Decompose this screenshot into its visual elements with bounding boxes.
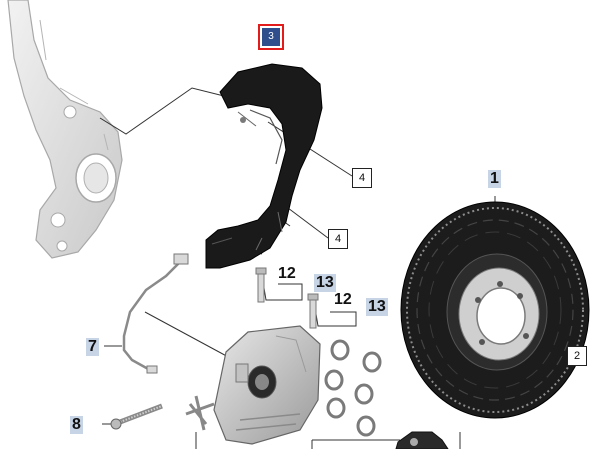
callout-3-selected[interactable]: 3: [258, 24, 284, 50]
callout-8[interactable]: 8: [70, 416, 83, 434]
brake-disc: [400, 201, 590, 419]
anti-rattle-clip: [185, 395, 215, 431]
callout-7[interactable]: 7: [86, 338, 99, 356]
callout-12-upper[interactable]: 12: [278, 265, 296, 282]
caliper-bolt: [110, 403, 163, 430]
guide-pins: [255, 267, 319, 329]
callout-4-upper[interactable]: 4: [352, 168, 372, 188]
callout-2[interactable]: 2: [567, 346, 587, 366]
callout-1[interactable]: 1: [488, 170, 501, 188]
wear-sensor-cable: [122, 253, 189, 374]
brake-pad: [395, 431, 449, 449]
callout-4-lower[interactable]: 4: [328, 229, 348, 249]
piston-seals: [324, 339, 382, 437]
callout-13-lower[interactable]: 13: [366, 298, 388, 316]
brake-dust-shield: [205, 63, 323, 269]
brake-caliper: [213, 325, 321, 445]
steering-knuckle: [7, 0, 123, 259]
callout-13-upper[interactable]: 13: [314, 274, 336, 292]
callout-12-lower[interactable]: 12: [334, 291, 352, 308]
